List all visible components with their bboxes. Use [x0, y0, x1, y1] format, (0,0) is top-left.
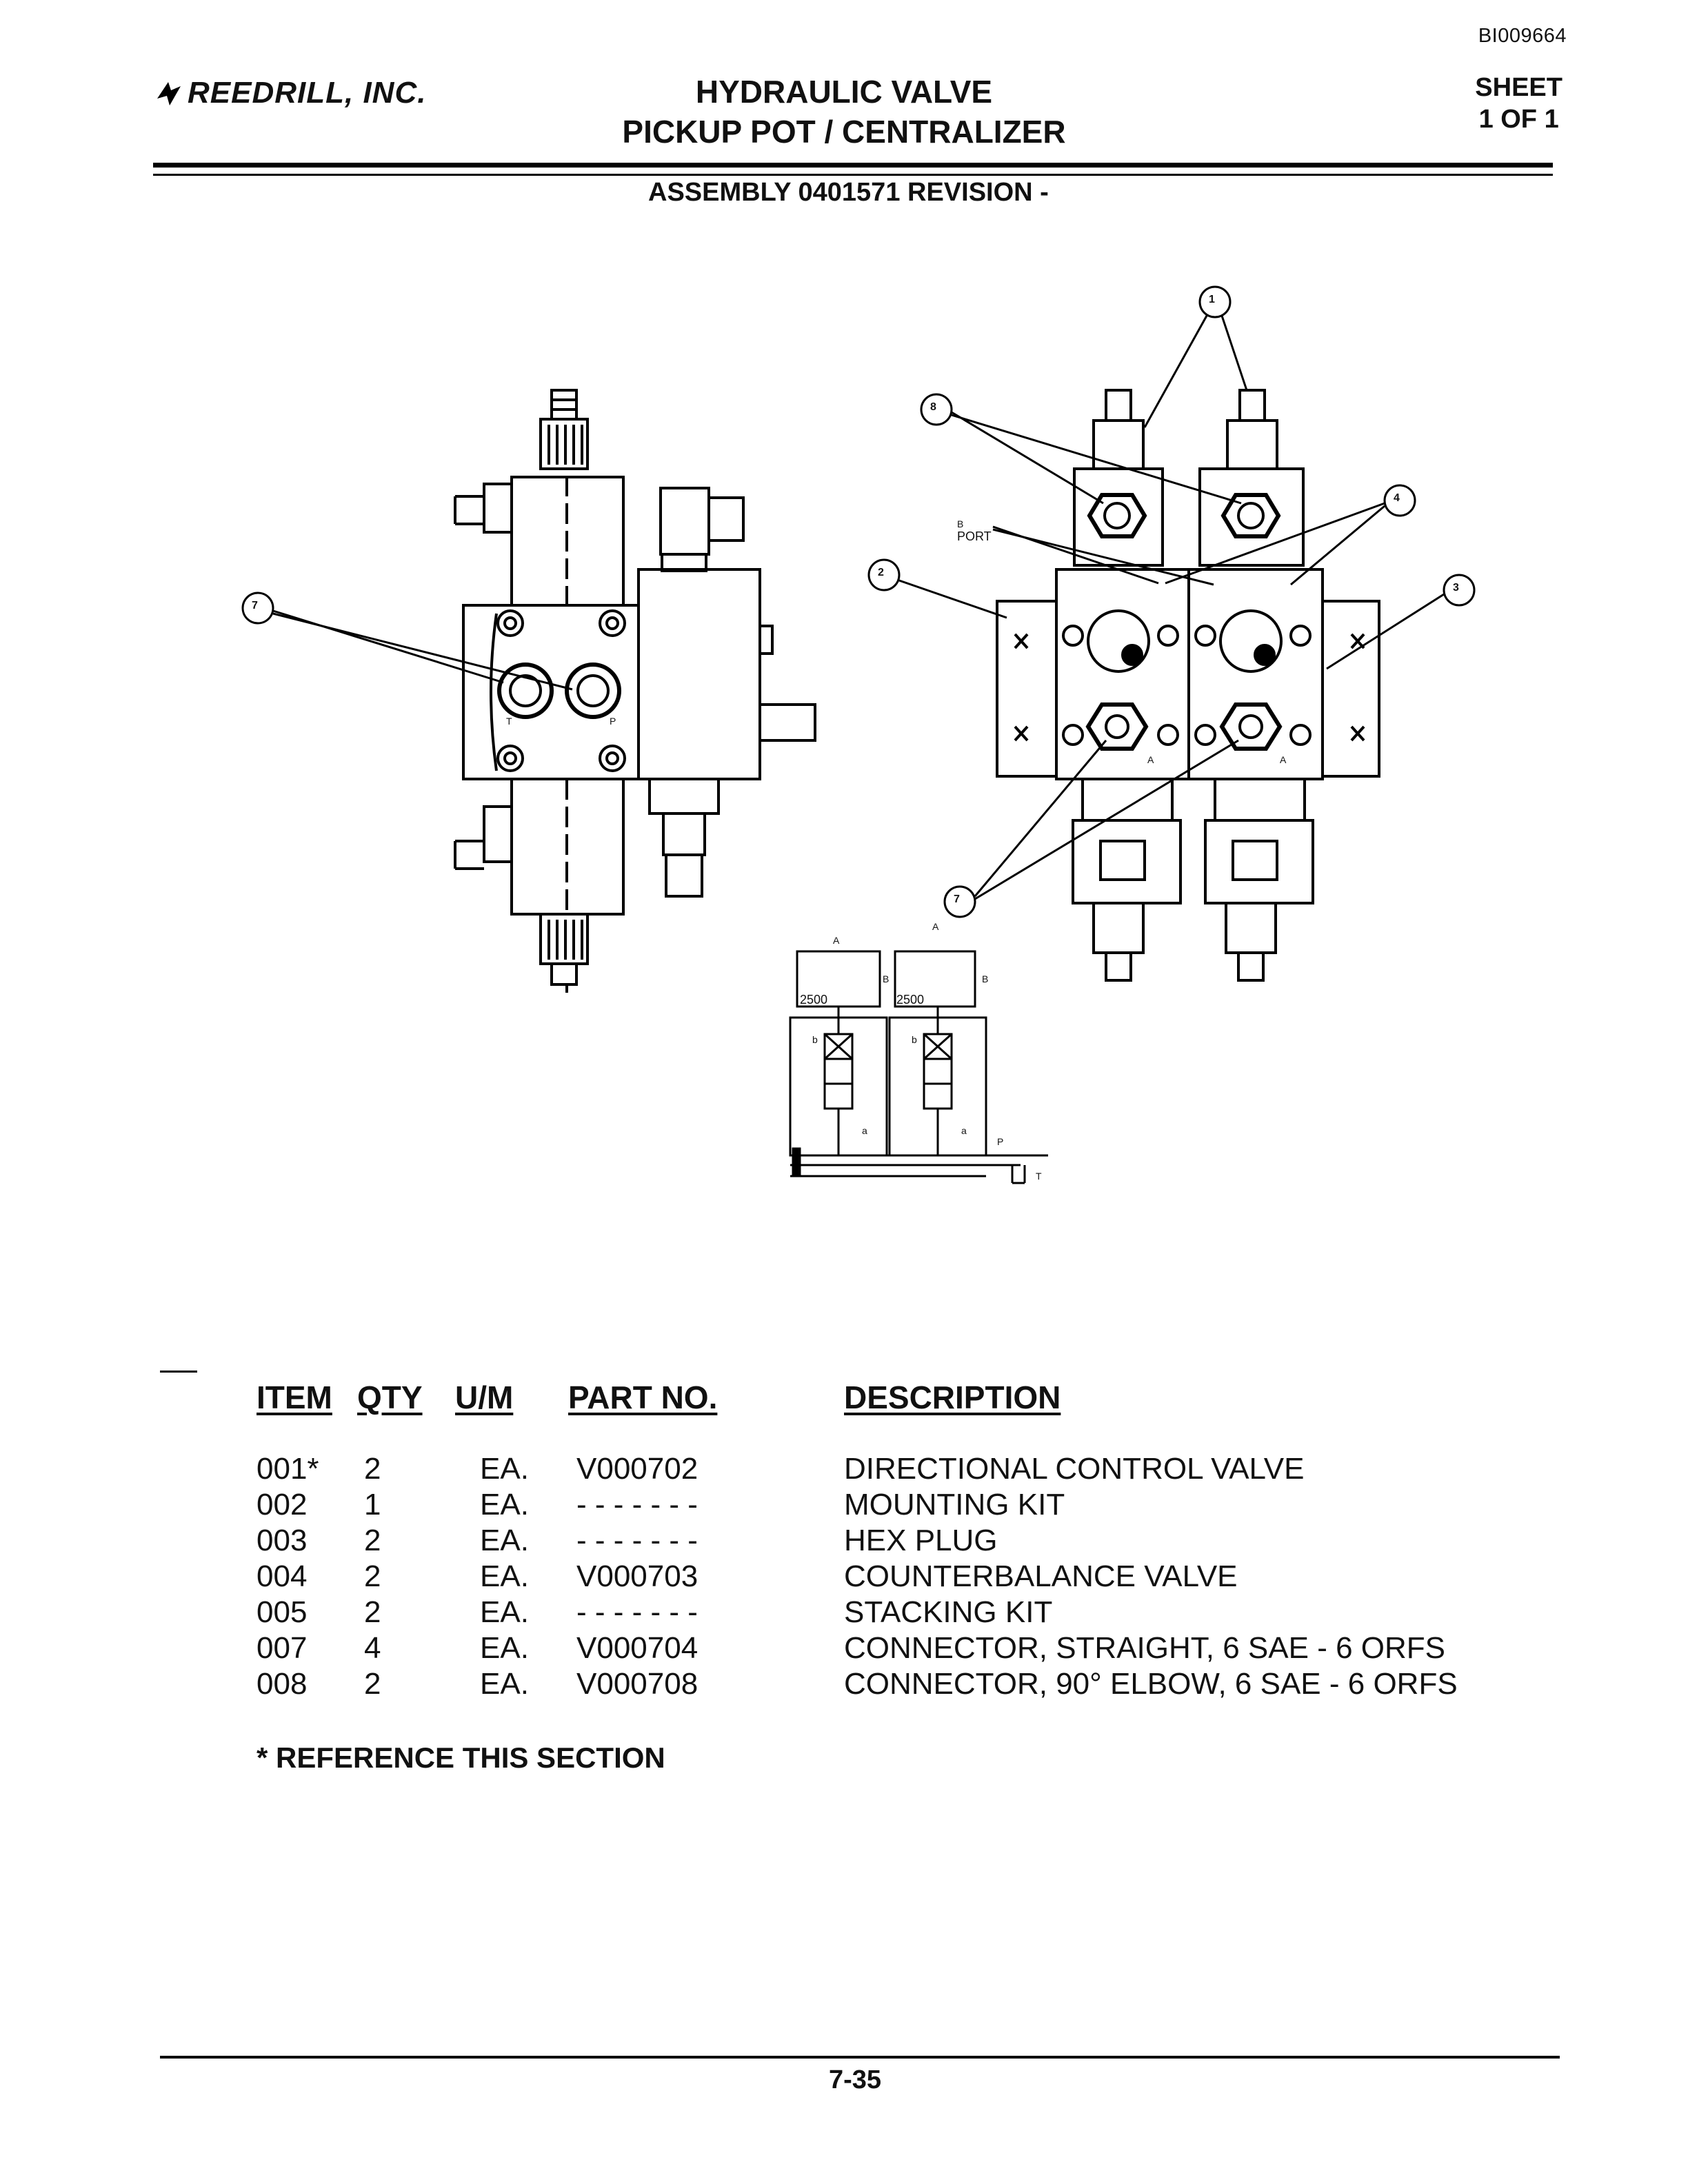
title-line-2: PICKUP POT / CENTRALIZER [622, 114, 1066, 150]
schematic-setting-left: 2500 [800, 993, 828, 1007]
schematic-label-b-coil-left: b [812, 1034, 818, 1045]
callout-3-label: 3 [1453, 582, 1459, 594]
qty-cell: 2 [364, 1595, 381, 1629]
document-title: HYDRAULIC VALVE PICKUP POT / CENTRALIZER [568, 72, 1120, 152]
um-cell: EA. [480, 1559, 529, 1593]
sheet-indicator: SHEET 1 OF 1 [1475, 72, 1563, 135]
header-rule-thick [153, 163, 1553, 168]
part-no-cell: - - - - - - - [576, 1595, 698, 1629]
port-label: PORT [957, 529, 992, 543]
item-cell: 003 [257, 1524, 308, 1557]
sheet-count: 1 OF 1 [1478, 105, 1559, 134]
front-view [867, 285, 1476, 982]
part-no-cell: - - - - - - - [576, 1488, 698, 1521]
qty-cell: 2 [364, 1559, 381, 1593]
sheet-label: SHEET [1475, 73, 1563, 102]
part-no-cell: V000708 [576, 1667, 699, 1701]
um-cell: EA. [480, 1595, 529, 1629]
item-cell: 001* [257, 1452, 319, 1486]
schematic-label-t: T [1036, 1171, 1042, 1182]
um-cell: EA. [480, 1667, 529, 1701]
qty-cell: 4 [364, 1631, 381, 1665]
company-name: REEDRILL, INC. [188, 76, 427, 110]
qty-cell: 2 [364, 1667, 381, 1701]
table-row: 005 2 EA. - - - - - - - STACKING KIT [0, 1595, 1688, 1632]
qty-cell: 2 [364, 1524, 381, 1557]
table-row: 003 2 EA. - - - - - - - HEX PLUG [0, 1524, 1688, 1561]
schematic-label-p: P [997, 1136, 1004, 1147]
item-cell: 002 [257, 1488, 308, 1521]
qty-cell: 1 [364, 1488, 381, 1521]
port-a-label-right: A [1280, 754, 1287, 765]
item-cell: 008 [257, 1667, 308, 1701]
part-no-cell: - - - - - - - [576, 1524, 698, 1557]
footer-rule [160, 2056, 1560, 2059]
schematic-label-a-coil-left: a [862, 1125, 867, 1136]
assembly-revision: ASSEMBLY 0401571 REVISION - [648, 178, 1049, 207]
callout-1-label: 1 [1209, 294, 1215, 305]
item-cell: 004 [257, 1559, 308, 1593]
page-number: 7-35 [828, 2065, 882, 2094]
callout-8-label: 8 [930, 401, 936, 413]
table-row: 008 2 EA. V000708 CONNECTOR, 90° ELBOW, … [0, 1667, 1688, 1704]
description-cell: DIRECTIONAL CONTROL VALVE [844, 1452, 1305, 1486]
table-row: 004 2 EA. V000703 COUNTERBALANCE VALVE [0, 1559, 1688, 1597]
schematic-label-b-coil-right: b [912, 1034, 917, 1045]
schematic-label-a-right: A [932, 921, 939, 932]
callout-4-label: 4 [1394, 492, 1400, 504]
company-logo-icon [157, 82, 181, 105]
schematic-label-a-coil-right: a [961, 1125, 967, 1136]
um-cell: EA. [480, 1488, 529, 1521]
item-cell: 007 [257, 1631, 308, 1665]
side-view [241, 389, 816, 993]
col-header-item: ITEM [257, 1379, 332, 1415]
table-row: 001* 2 EA. V000702 DIRECTIONAL CONTROL V… [0, 1452, 1688, 1489]
table-row: 002 1 EA. - - - - - - - MOUNTING KIT [0, 1488, 1688, 1525]
header-rule-thin [153, 174, 1553, 176]
col-header-description: DESCRIPTION [844, 1379, 1061, 1415]
um-cell: EA. [480, 1524, 529, 1557]
qty-cell: 2 [364, 1452, 381, 1486]
title-line-1: HYDRAULIC VALVE [695, 74, 993, 110]
callout-7-label-left: 7 [252, 600, 258, 611]
part-no-cell: V000702 [576, 1452, 699, 1486]
um-cell: EA. [480, 1631, 529, 1665]
schematic-setting-right: 2500 [896, 993, 925, 1007]
schematic-label-b-left: B [883, 973, 890, 984]
schematic-label-b-right: B [982, 973, 989, 984]
document-id: BI009664 [1478, 25, 1567, 47]
table-row: 007 4 EA. V000704 CONNECTOR, STRAIGHT, 6… [0, 1631, 1688, 1668]
col-header-um: U/M [455, 1379, 514, 1415]
item-cell: 005 [257, 1595, 308, 1629]
reference-note: * REFERENCE THIS SECTION [257, 1741, 665, 1774]
part-no-cell: V000703 [576, 1559, 699, 1593]
callout-2-label: 2 [878, 567, 884, 578]
description-cell: HEX PLUG [844, 1524, 998, 1557]
port-a-label-left: A [1147, 754, 1154, 765]
col-header-part-no: PART NO. [568, 1379, 718, 1415]
hydraulic-schematic [789, 950, 1048, 1184]
port-t-label: T [506, 716, 512, 727]
callout-7-label-right: 7 [954, 893, 960, 905]
port-p-label: P [610, 716, 616, 727]
margin-mark [160, 1371, 197, 1373]
description-cell: CONNECTOR, 90° ELBOW, 6 SAE - 6 ORFS [844, 1667, 1458, 1701]
description-cell: COUNTERBALANCE VALVE [844, 1559, 1238, 1593]
company-logo: REEDRILL, INC. [153, 76, 426, 110]
valve-assembly-drawing [241, 285, 1476, 1184]
um-cell: EA. [480, 1452, 529, 1486]
port-b-label: B [957, 518, 964, 529]
description-cell: CONNECTOR, STRAIGHT, 6 SAE - 6 ORFS [844, 1631, 1445, 1665]
description-cell: STACKING KIT [844, 1595, 1053, 1629]
schematic-label-a-left: A [833, 935, 840, 946]
part-no-cell: V000704 [576, 1631, 699, 1665]
col-header-qty: QTY [357, 1379, 423, 1415]
description-cell: MOUNTING KIT [844, 1488, 1065, 1521]
